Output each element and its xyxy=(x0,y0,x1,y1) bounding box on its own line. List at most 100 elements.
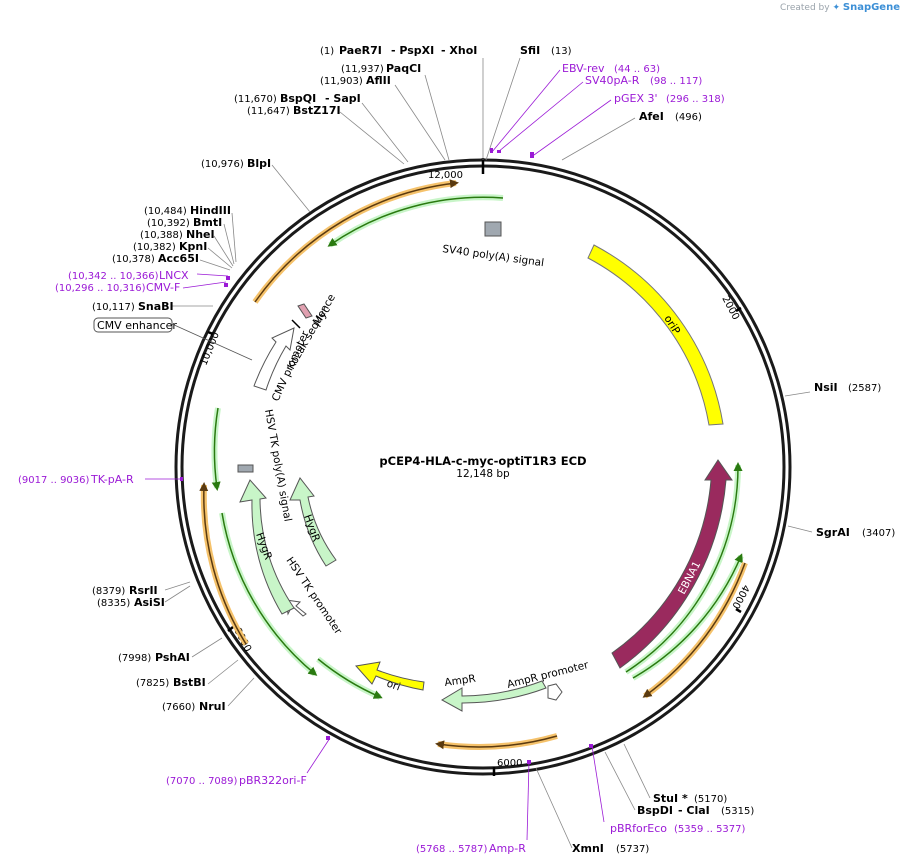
kpni-pos: (10,382) xyxy=(133,242,176,253)
ampr-promoter-feature xyxy=(547,683,563,701)
pbr322orif-pos: (7070 .. 7089) xyxy=(166,776,238,787)
stui-label: StuI xyxy=(653,792,678,805)
hsv-tk-polya-feature xyxy=(237,464,254,473)
rsrii-label: RsrII xyxy=(129,584,158,597)
primer-arrow-left-upper xyxy=(211,407,221,491)
ori-label: ori xyxy=(385,678,402,694)
pgex3-label: pGEX 3' xyxy=(614,92,658,105)
nrui-label: NruI xyxy=(199,700,226,713)
pshai-pos: (7998) xyxy=(118,653,151,664)
xmni-label: XmnI xyxy=(572,842,604,855)
acc65i-label: Acc65I xyxy=(158,252,199,265)
snabi-pos: (10,117) xyxy=(92,302,135,313)
bspqi-label: BspQI xyxy=(280,92,316,105)
paer7i-pos: (1) xyxy=(320,46,334,57)
pbrforeco-label: pBRforEco xyxy=(610,822,667,835)
bstz17i-label: BstZ17I xyxy=(293,104,341,117)
ampr-feature xyxy=(440,680,547,712)
asisi-pos: (8335) xyxy=(97,598,130,609)
kozak-feature xyxy=(291,319,301,329)
acc65i-pos: (10,378) xyxy=(112,254,155,265)
cmv-enhancer-box xyxy=(93,317,173,333)
ebvrev-pos: (44 .. 63) xyxy=(614,64,660,75)
myc-feature xyxy=(297,303,313,319)
bstz17i-pos: (11,647) xyxy=(247,106,290,117)
lncx-label: LNCX xyxy=(159,269,189,282)
primer-arrow-right-1 xyxy=(625,462,743,673)
sapi-label: - SapI xyxy=(325,92,361,105)
nsii-label: NsiI xyxy=(814,381,838,394)
paqci-label: PaqCI xyxy=(386,62,421,75)
bspqi-pos: (11,670) xyxy=(234,94,277,105)
aflii-label: AflII xyxy=(366,74,391,87)
sgrai-pos: (3407) xyxy=(862,528,895,539)
tick-12000: 12,000 xyxy=(428,170,463,181)
sfii-pos: (13) xyxy=(551,46,572,57)
rsrii-pos: (8379) xyxy=(92,586,125,597)
sv40par-label: SV40pA-R xyxy=(585,74,640,87)
bspdi-label: BspDI xyxy=(637,804,673,817)
nsii-pos: (2587) xyxy=(848,383,881,394)
hygr-feature-1 xyxy=(239,479,295,615)
bstbi-label: BstBI xyxy=(173,676,206,689)
tick-10000: 10,000 xyxy=(199,331,222,368)
paqci-pos: (11,937) xyxy=(341,64,384,75)
snabi-label: SnaBI xyxy=(138,300,174,313)
nrui-pos: (7660) xyxy=(162,702,195,713)
sgrai-label: SgrAI xyxy=(816,526,850,539)
hygr-feature-2 xyxy=(289,477,337,567)
tkpar-pos: (9017 .. 9036) xyxy=(18,475,90,486)
blpi-pos: (10,976) xyxy=(201,159,244,170)
pshai-label: PshAI xyxy=(155,651,190,664)
afei-pos: (496) xyxy=(675,112,702,123)
enzyme-leader-lines xyxy=(164,57,813,849)
primer-arrow-right-2 xyxy=(632,553,743,679)
blpi-label: BlpI xyxy=(247,157,271,170)
hsv-tk-promoter-label: HSV TK promoter xyxy=(284,555,345,637)
plasmid-size: 12,148 bp xyxy=(456,468,510,480)
pbrforeco-pos: (5359 .. 5377) xyxy=(674,824,746,835)
credit-prefix: Created by xyxy=(780,3,830,13)
stui-star: * xyxy=(682,792,688,805)
ebvrev-label: EBV-rev xyxy=(562,62,605,75)
bmti-pos: (10,392) xyxy=(147,218,190,229)
afei-label: AfeI xyxy=(639,110,664,123)
aflii-pos: (11,903) xyxy=(320,76,363,87)
cmvf-pos: (10,296 .. 10,316) xyxy=(55,283,146,294)
primer-site-marks xyxy=(180,148,593,764)
snapgene-credit: Created by ✦ SnapGene xyxy=(780,2,900,13)
plasmid-name: pCEP4-HLA-c-myc-optiT1R3 ECD xyxy=(379,454,586,468)
hsv-tk-polya-label: HSV TK poly(A) signal xyxy=(262,408,294,522)
primer-site-arc-left xyxy=(199,482,247,645)
paer7i-label: PaeR7I xyxy=(339,44,382,57)
ampr-label: AmpR xyxy=(444,673,477,689)
asisi-label: AsiSI xyxy=(134,596,165,609)
ebna1-feature xyxy=(611,459,733,669)
pspxi-label: - PspXI xyxy=(391,44,434,57)
ampr-primer-pos: (5768 .. 5787) xyxy=(416,844,488,855)
tick-marks xyxy=(207,158,742,776)
kpni-label: KpnI xyxy=(179,240,207,253)
sv40-polya-label: SV40 poly(A) signal xyxy=(442,243,545,269)
sv40-polya-feature xyxy=(484,221,502,237)
primer-site-arc-right xyxy=(642,562,746,698)
cmv-enhancer-label: CMV enhancer xyxy=(97,319,177,332)
primer-arrow-left xyxy=(221,512,318,676)
primer-arrow-top xyxy=(328,194,504,248)
cmv-promoter-feature xyxy=(253,327,295,391)
ori-feature xyxy=(355,661,425,691)
xhoi-label: - XhoI xyxy=(441,44,477,57)
hygr-label-2: HygR xyxy=(301,513,322,543)
hindiii-pos: (10,484) xyxy=(144,206,187,217)
clai-label: - ClaI xyxy=(678,804,710,817)
bmti-label: BmtI xyxy=(193,216,222,229)
primer-site-arc-bottom xyxy=(435,735,558,750)
pbr322orif-label: pBR322ori-F xyxy=(239,774,307,787)
cmvf-label: CMV-F xyxy=(146,281,180,294)
tick-6000: 6000 xyxy=(497,758,522,769)
pgex3-pos: (296 .. 318) xyxy=(666,94,725,105)
ampr-primer-label: Amp-R xyxy=(489,842,526,855)
sv40par-pos: (98 .. 117) xyxy=(650,76,702,87)
tkpar-label: TK-pA-R xyxy=(90,473,134,486)
